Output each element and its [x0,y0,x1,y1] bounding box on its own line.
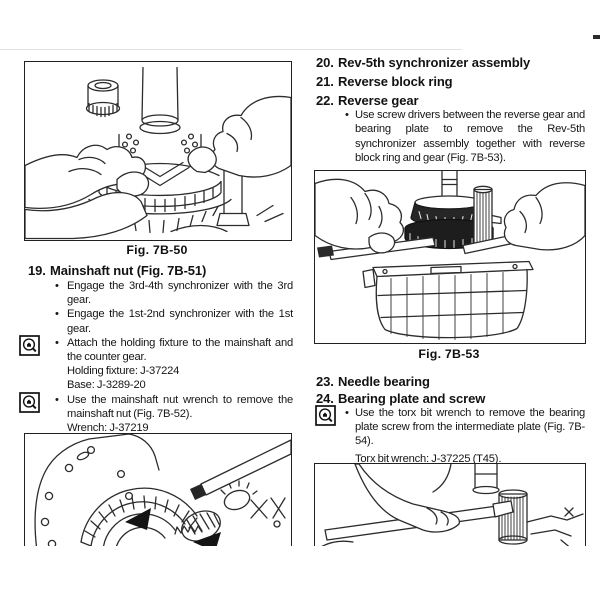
bullet-marker: • [345,407,349,419]
item-19-bullets: • Engage the 3rd-4th synchronizer with t… [19,279,293,435]
tool-spec-line: Base: J-3289-20 [67,379,146,392]
bullet-marker: • [55,280,59,292]
items-20-22: 20. Rev-5th synchronizer assembly 21. Re… [316,53,586,110]
bullet-marker: • [55,308,59,321]
bullet-marker: • [345,109,349,121]
figure-7b53 [314,170,586,344]
item-20-heading: 20. Rev-5th synchronizer assembly [316,53,586,72]
scan-edge-line [0,49,462,50]
item-23-number: 23. [316,374,334,389]
bullet-marker: • [55,336,59,349]
item-22-number: 22. [316,93,334,108]
figure-7b52-truncated [24,433,292,546]
list-item: • Use screw drivers between the reverse … [345,108,585,166]
tool-spec-line: Wrench: J-37219 [67,422,149,435]
item-24-number: 24. [316,391,334,406]
bullet-text: Use the mainshaft nut wrench to remove t… [67,393,293,420]
special-tool-icon [19,391,40,413]
list-item: • Use the mainshaft nut wrench to remove… [19,391,293,421]
fig-7b53-illustration [315,171,585,340]
item-23-heading: 23. Needle bearing [316,374,586,389]
special-tool-icon [19,334,40,356]
item-24-bullets: • Use the torx bit wrench to remove the … [315,405,585,467]
bullet-text: Use the torx bit wrench to remove the be… [355,407,585,447]
fig-7b50-illustration [25,66,291,240]
bullet-text: Use screw drivers between the reverse ge… [355,109,585,165]
item-21-heading: 21. Reverse block ring [316,72,586,91]
item-22-bullets: • Use screw drivers between the reverse … [345,108,585,166]
fig-7b54-illustration [321,464,584,546]
list-item: • Use the torx bit wrench to remove the … [315,405,585,449]
item-20-number: 20. [316,55,334,70]
item-22-title: Reverse gear [338,93,419,108]
bullet-text: Engage the 1st-2nd synchronizer with the… [67,308,293,335]
tool-spec-line: Torx bit wrench: J-37225 (T45). [355,452,502,465]
fig-7b52-illustration [34,434,291,546]
item-24-title: Bearing plate and screw [338,391,486,406]
figure-7b53-caption: Fig. 7B-53 [418,347,480,361]
figure-7b54-truncated [314,463,586,546]
bullet-text: Attach the holding fixture to the mainsh… [67,336,293,364]
list-item: • Engage the 1st-2nd synchronizer with t… [55,307,293,335]
item-19-heading: 19. Mainshaft nut (Fig. 7B-51) [28,263,292,278]
item-21-title: Reverse block ring [338,74,453,89]
item-20-title: Rev-5th synchronizer assembly [338,55,531,70]
item-21-number: 21. [316,74,334,89]
list-item: • Attach the holding fixture to the main… [19,334,293,364]
item-24-heading: 24. Bearing plate and screw [316,391,586,406]
bullet-marker: • [55,393,59,406]
list-item: • Engage the 3rd-4th synchronizer with t… [55,279,293,307]
tool-spec-line: Holding fixture: J-37224 [67,365,180,378]
item-19-title: Mainshaft nut (Fig. 7B-51) [50,263,207,278]
bullet-text: Engage the 3rd-4th synchronizer with the… [67,280,293,307]
figure-7b50 [24,61,292,241]
item-22-heading: 22. Reverse gear [316,91,586,110]
figure-7b50-caption: Fig. 7B-50 [126,243,188,257]
scan-artifact [593,35,600,39]
special-tool-icon [315,405,336,426]
item-23-title: Needle bearing [338,374,430,389]
item-19-number: 19. [28,263,46,278]
